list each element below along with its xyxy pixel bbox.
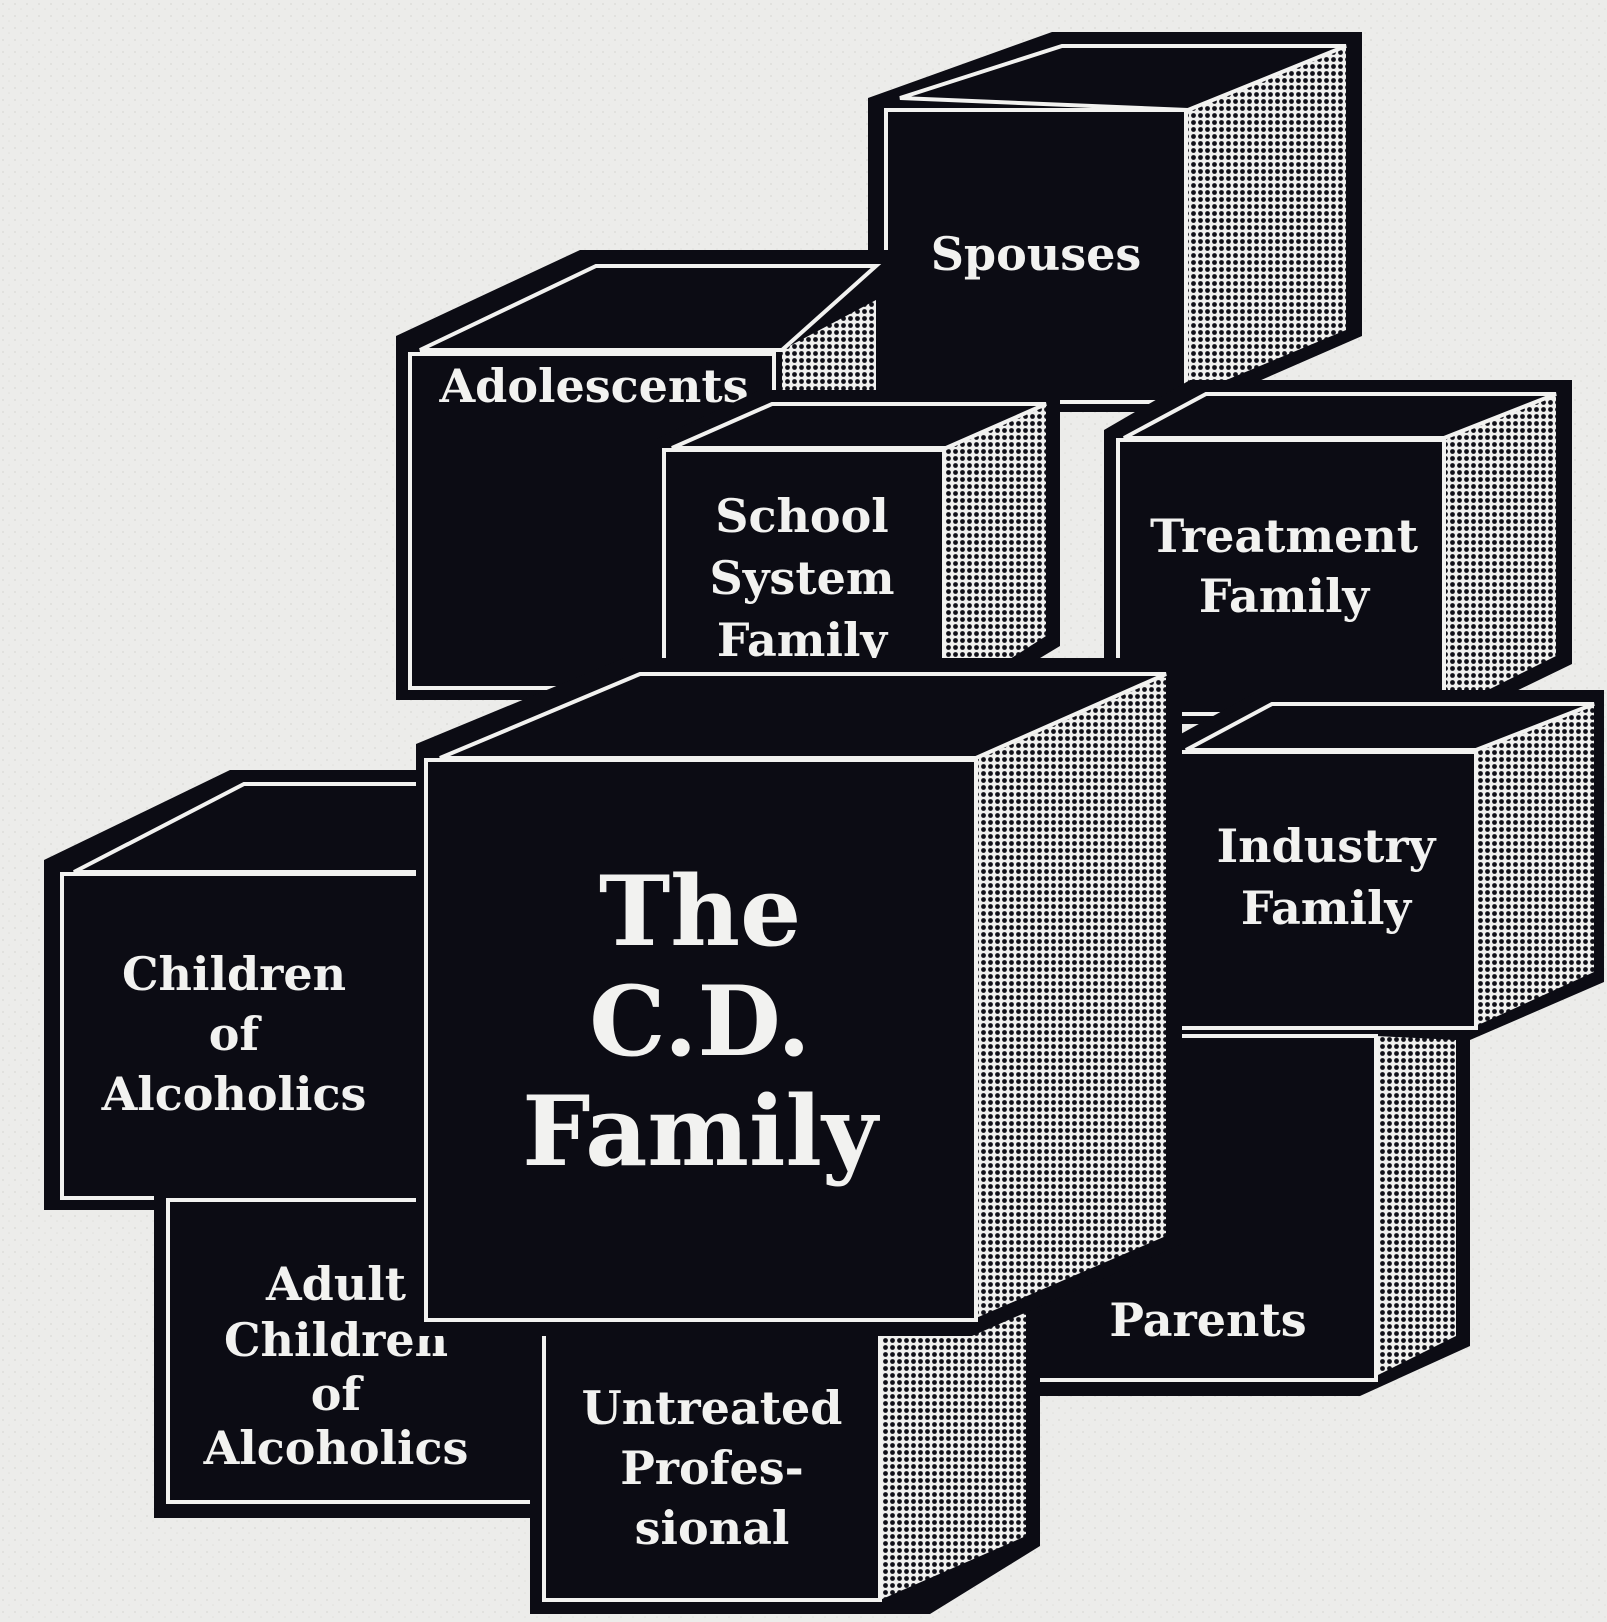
label-treatment: Treatment bbox=[1150, 509, 1419, 563]
label-alcoholics: Alcoholics bbox=[203, 1421, 469, 1475]
box-spouses: Spouses bbox=[868, 32, 1362, 412]
label-system: System bbox=[709, 551, 894, 605]
box-treatment-family: Treatment Family bbox=[1104, 380, 1572, 724]
label-adolescents: Adolescents bbox=[438, 359, 748, 413]
label-industry: Industry bbox=[1217, 819, 1437, 873]
box-industry-family: Industry Family bbox=[1170, 690, 1604, 1040]
box-children-of-alcoholics: Children of Alcoholics bbox=[44, 770, 472, 1210]
label-untreated: Untreated bbox=[582, 1381, 843, 1435]
label-family: Family bbox=[522, 1075, 881, 1188]
label-cd: C.D. bbox=[589, 965, 810, 1078]
label-spouses: Spouses bbox=[931, 227, 1142, 281]
label-children: Children bbox=[122, 947, 346, 1001]
label-alcoholics: Alcoholics bbox=[101, 1067, 367, 1121]
label-family: Family bbox=[1241, 881, 1413, 935]
label-of: of bbox=[209, 1007, 263, 1061]
box-untreated-professional: Untreated Profes- sional bbox=[530, 1300, 1040, 1614]
label-family: Family bbox=[1199, 569, 1371, 623]
box-cd-family: The C.D. Family bbox=[416, 658, 1182, 1336]
label-adult: Adult bbox=[265, 1257, 407, 1311]
label-school: School bbox=[715, 489, 889, 543]
label-of: of bbox=[311, 1367, 365, 1421]
label-children: Children bbox=[224, 1313, 448, 1367]
label-sional: sional bbox=[635, 1501, 790, 1555]
label-parents: Parents bbox=[1109, 1293, 1306, 1347]
label-profes: Profes- bbox=[620, 1441, 804, 1495]
label-the: The bbox=[599, 855, 801, 968]
